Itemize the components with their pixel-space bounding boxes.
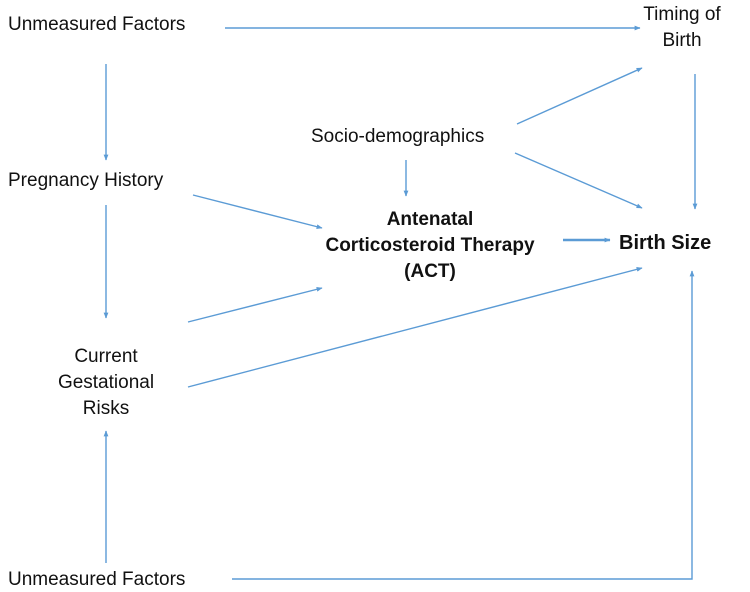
node-timing-of-birth: Timing of Birth (643, 4, 721, 51)
node-birth-size: Birth Size (619, 232, 712, 254)
node-pregnancy-history: Pregnancy History (8, 170, 164, 191)
node-unmeasured-factors-bottom: Unmeasured Factors (8, 569, 186, 590)
arrow-risks-to-birth-size (187, 267, 643, 388)
arrow-risks-to-act (187, 287, 323, 323)
node-current-gestational-risks: Current Gestational Risks (57, 346, 155, 419)
arrow-socio-to-timing (516, 67, 643, 125)
node-unmeasured-factors-top: Unmeasured Factors (8, 14, 186, 35)
node-act: Antenatal Corticosteroid Therapy (ACT) (325, 209, 535, 282)
arrow-pregnancy-to-act (192, 194, 323, 229)
arrow-socio-to-birth-size (514, 152, 643, 209)
arrow-unmeasured-bottom-to-birth-size (232, 270, 695, 580)
node-socio-demographics: Socio-demographics (311, 126, 485, 147)
